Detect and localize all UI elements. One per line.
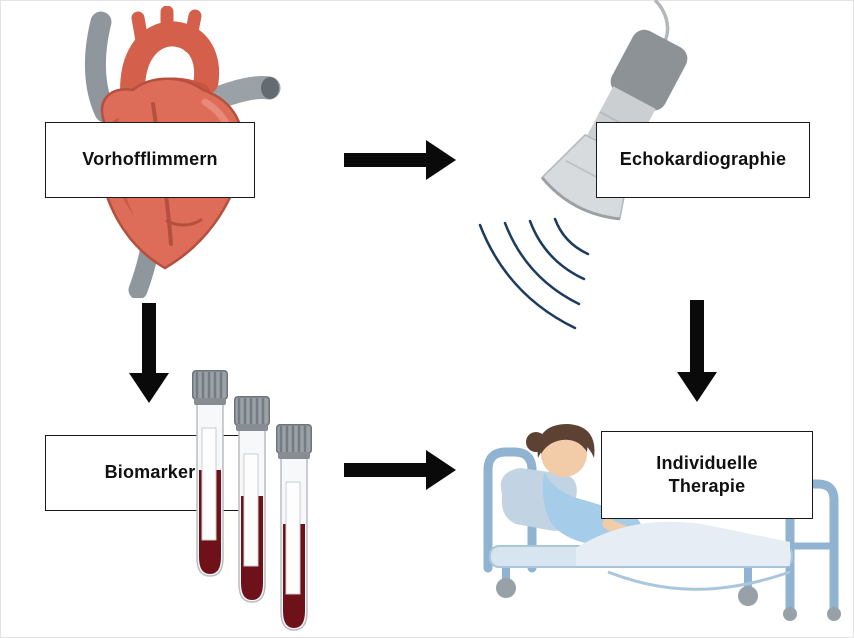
arrow-vorhofflimmern-to-echokardiographie (344, 140, 456, 180)
blood-tube-2 (232, 394, 272, 604)
blanket (576, 521, 790, 566)
blood-tubes-icon (190, 368, 320, 633)
patient-bed-icon (460, 396, 850, 638)
probe-cable (653, 0, 670, 42)
blood-tube-3 (274, 422, 314, 632)
arrow-vorhofflimmern-to-biomarker (129, 303, 169, 403)
node-echokardiographie: Echokardiographie (596, 122, 810, 198)
sound-waves-icon (478, 217, 590, 330)
bed-lower-rail (607, 570, 791, 591)
node-vorhofflimmern: Vorhofflimmern (45, 122, 255, 198)
arrow-biomarker-to-therapie (344, 450, 456, 490)
node-individuelle-therapie: Individuelle Therapie (601, 431, 813, 519)
bed-wheels (496, 578, 841, 621)
blood-tube-1 (190, 368, 230, 578)
arrow-echokardiographie-to-therapie (677, 300, 717, 402)
